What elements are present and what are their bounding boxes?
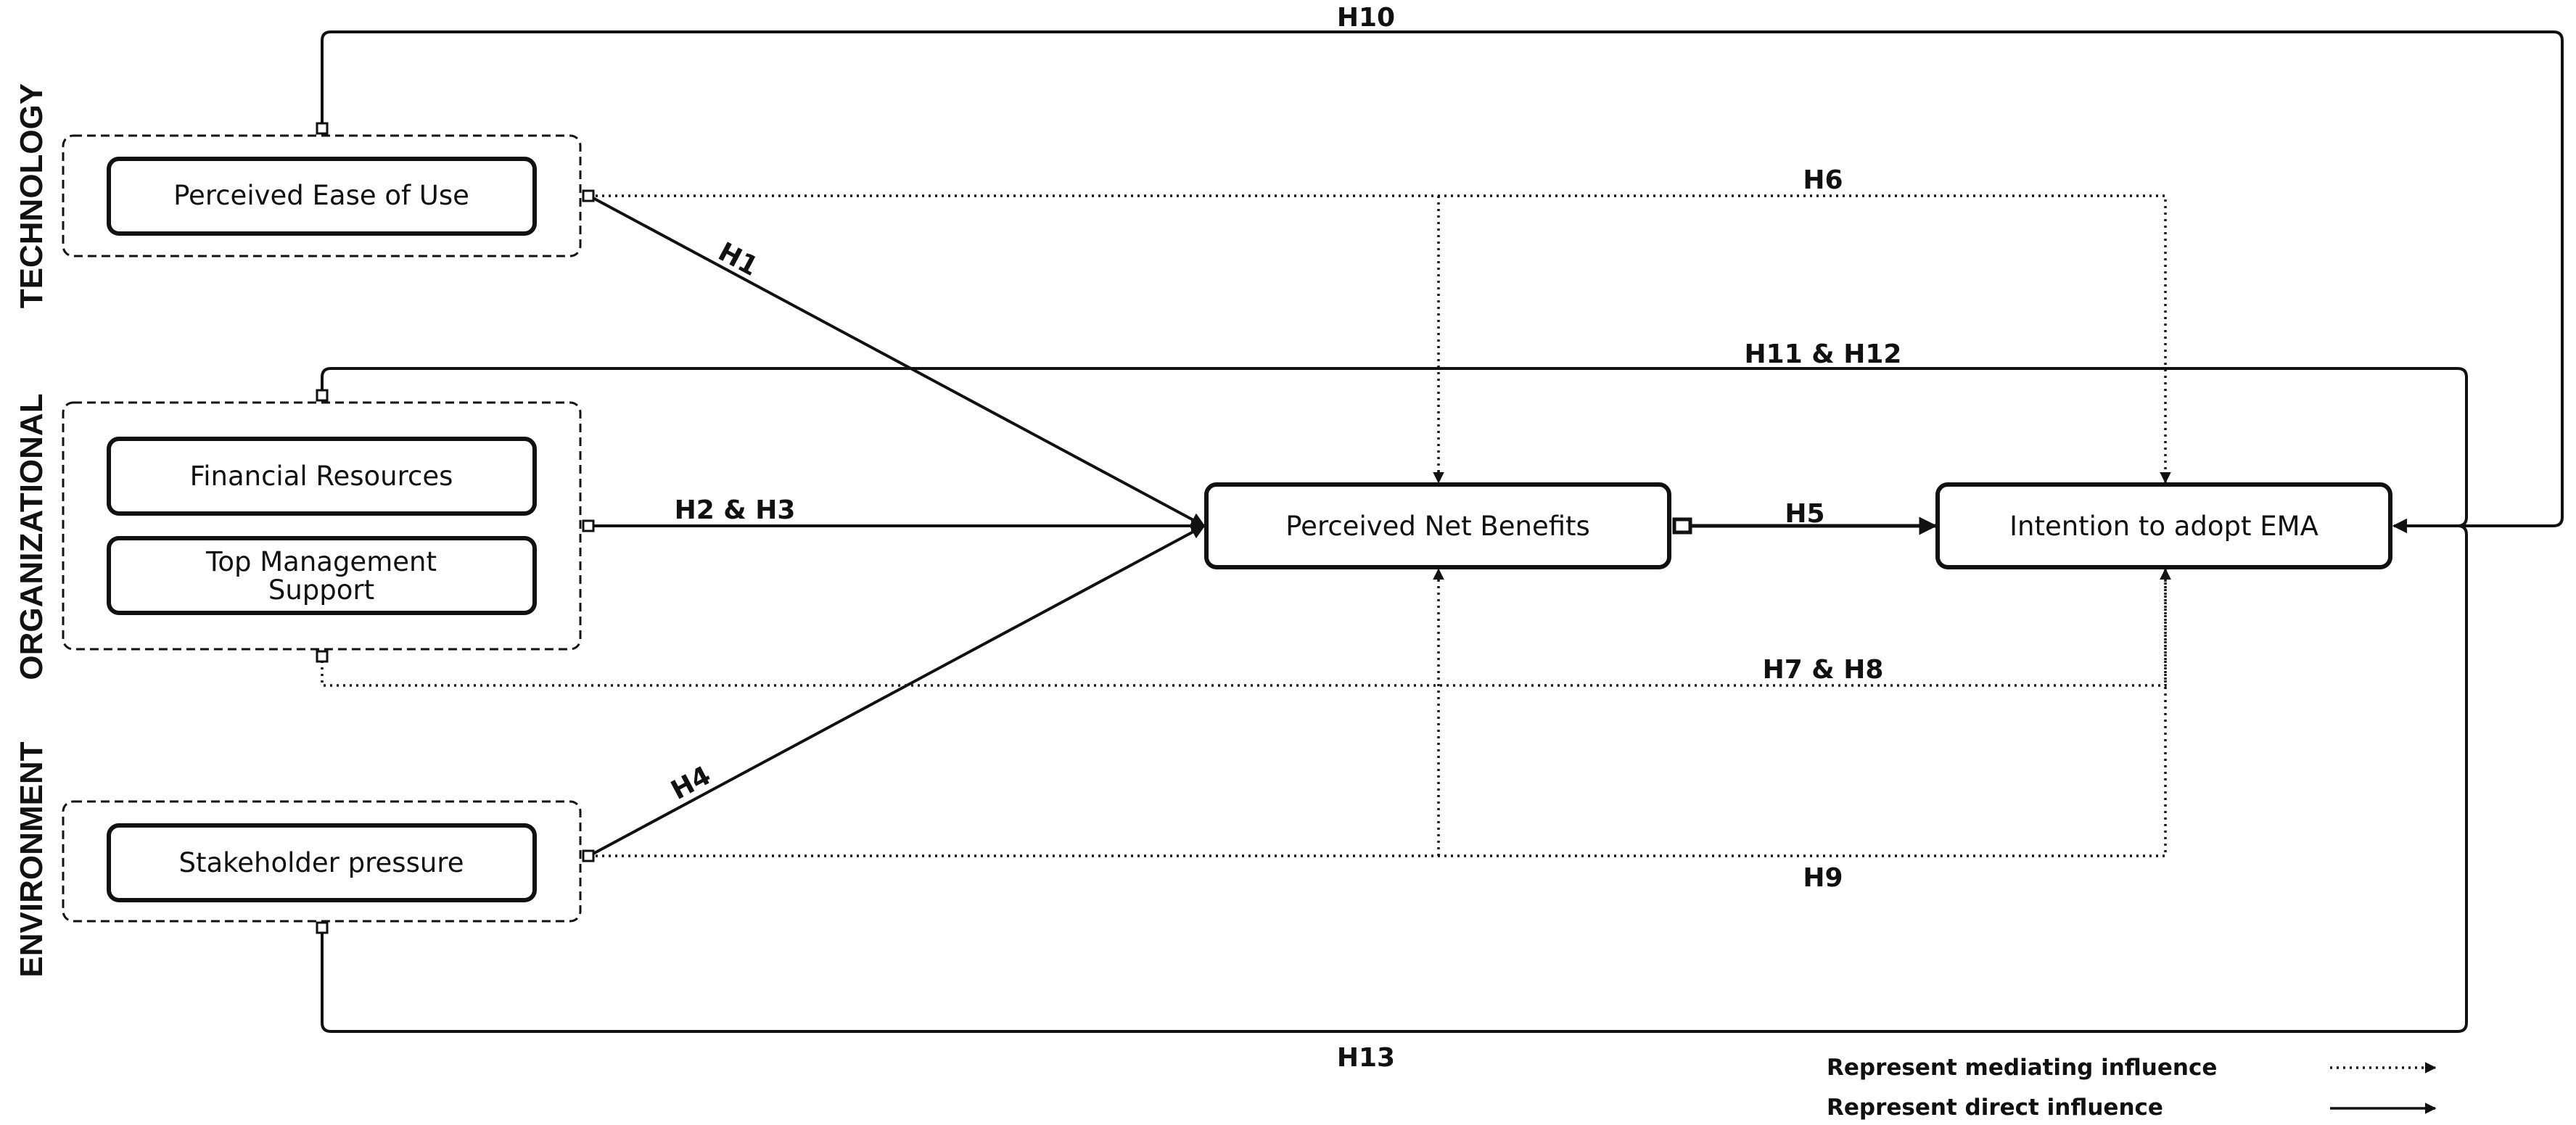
group-label-technology: TECHNOLOGY xyxy=(14,83,49,308)
connector-organizational-bottom xyxy=(316,650,329,663)
path-h7-h8 xyxy=(321,568,2171,687)
path-h1 xyxy=(588,194,1206,527)
path-h10 xyxy=(321,30,2564,533)
node-label-net-benefits: Perceived Net Benefits xyxy=(1285,511,1590,542)
node-label-stakeholder: Stakeholder pressure xyxy=(179,847,464,878)
hypothesis-label-h1: H1 xyxy=(713,237,762,282)
node-box-ease-of-use xyxy=(107,157,537,236)
legend-label-direct: Represent direct influence xyxy=(1827,1095,2163,1121)
legend-label-mediating: Represent mediating influence xyxy=(1827,1055,2217,1081)
path-h4 xyxy=(588,524,1206,857)
technology-group-box xyxy=(62,134,582,257)
node-label-financial: Financial Resources xyxy=(190,461,453,492)
node-box-financial xyxy=(107,437,537,516)
node-box-net-benefits xyxy=(1204,482,1671,569)
hypothesis-label-h4: H4 xyxy=(667,761,716,806)
hypothesis-label-h7-h8: H7 & H8 xyxy=(1763,655,1884,685)
connector-stakeholder-right xyxy=(582,849,595,862)
node-box-intention xyxy=(1935,482,2392,569)
node-box-stakeholder xyxy=(107,823,537,902)
connector-netbenefits-right xyxy=(1672,517,1692,535)
hypothesis-label-h9: H9 xyxy=(1803,863,1843,893)
hypothesis-label-h13: H13 xyxy=(1337,1043,1395,1073)
hypothesis-label-h2-h3: H2 & H3 xyxy=(675,495,796,525)
hypothesis-label-h11-h12: H11 & H12 xyxy=(1745,339,1902,369)
connector-organizational-right xyxy=(582,519,595,532)
node-box-top-management xyxy=(107,536,537,615)
hypothesis-label-h6: H6 xyxy=(1803,165,1843,195)
connector-ease-right xyxy=(582,189,595,202)
node-label-ease-of-use: Perceived Ease of Use xyxy=(173,180,469,211)
path-h6 xyxy=(589,194,2171,484)
connector-technology-top xyxy=(316,122,329,135)
hypothesis-label-h5: H5 xyxy=(1785,499,1824,529)
group-label-organizational: ORGANIZATIONAL xyxy=(14,393,49,680)
organizational-group-box xyxy=(62,401,582,651)
group-label-environment: ENVIRONMENT xyxy=(14,741,49,977)
node-label-intention: Intention to adopt EMA xyxy=(2009,511,2318,542)
environment-group-box xyxy=(62,800,582,923)
connector-organizational-top xyxy=(316,389,329,402)
connector-environment-bottom xyxy=(316,921,329,934)
hypothesis-label-h10: H10 xyxy=(1337,3,1395,33)
node-label-top-management-line2: Support xyxy=(268,574,374,606)
path-h9 xyxy=(589,568,2171,857)
node-label-top-management-line1: Top Management xyxy=(205,546,437,577)
path-h13 xyxy=(321,519,2468,1033)
path-h11-h12 xyxy=(321,367,2468,533)
